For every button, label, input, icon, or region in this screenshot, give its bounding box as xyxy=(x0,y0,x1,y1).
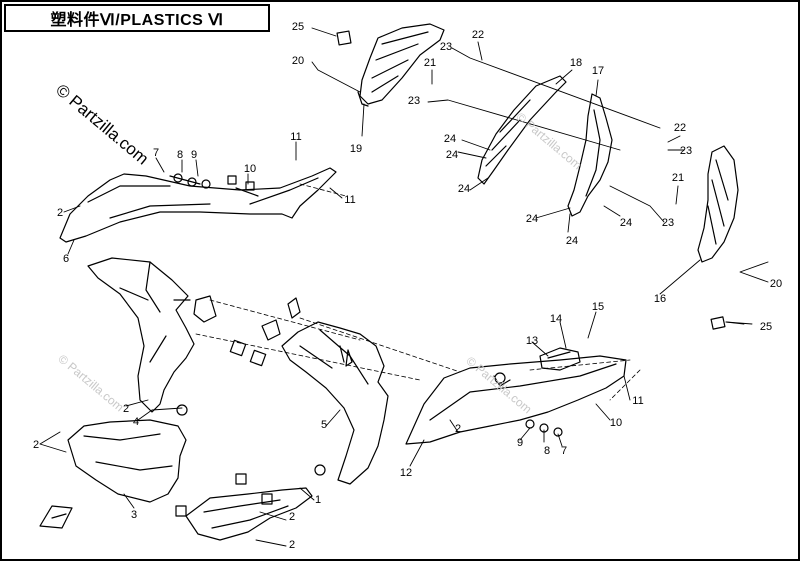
part-3 xyxy=(67,419,187,503)
callout-7: 7 xyxy=(561,445,567,457)
callout-24: 24 xyxy=(458,183,470,195)
callout-23: 23 xyxy=(662,217,674,229)
callout-22: 22 xyxy=(472,29,484,41)
callout-5: 5 xyxy=(321,419,327,431)
callout-11: 11 xyxy=(344,194,355,206)
callout-8: 8 xyxy=(544,445,550,457)
callout-24: 24 xyxy=(444,133,456,145)
part-1 xyxy=(185,487,313,541)
callout-15: 15 xyxy=(592,301,604,313)
callout-23: 23 xyxy=(408,95,420,107)
callout-11: 11 xyxy=(290,131,301,143)
callout-4: 4 xyxy=(133,416,139,428)
callout-21: 21 xyxy=(672,172,684,184)
callout-20: 20 xyxy=(770,278,782,290)
callout-24: 24 xyxy=(620,217,632,229)
callout-16: 16 xyxy=(654,293,666,305)
part-6 xyxy=(59,167,337,243)
callout-12: 12 xyxy=(400,467,412,479)
callout-6: 6 xyxy=(63,253,69,265)
callout-17: 17 xyxy=(592,65,604,77)
callout-21: 21 xyxy=(424,57,436,69)
part-19 xyxy=(357,23,445,107)
callout-24: 24 xyxy=(526,213,538,225)
callout-25: 25 xyxy=(760,321,772,333)
part-5 xyxy=(281,321,389,485)
callout-20: 20 xyxy=(292,55,304,67)
callout-25: 25 xyxy=(292,21,304,33)
callout-19: 19 xyxy=(350,143,362,155)
part-14 xyxy=(539,347,581,371)
callout-18: 18 xyxy=(570,57,582,69)
diagram-title-box: 塑料件Ⅵ/PLASTICS Ⅵ xyxy=(4,4,270,32)
part-18 xyxy=(477,75,567,185)
callout-10: 10 xyxy=(610,417,622,429)
callout-22: 22 xyxy=(674,122,686,134)
part-16 xyxy=(697,145,739,263)
callout-24: 24 xyxy=(446,149,458,161)
callout-2: 2 xyxy=(455,423,461,435)
callout-23: 23 xyxy=(440,41,452,53)
callout-2: 2 xyxy=(289,539,295,551)
leader-lines xyxy=(39,27,769,547)
diagram-title: 塑料件Ⅵ/PLASTICS Ⅵ xyxy=(50,12,224,29)
callout-11: 11 xyxy=(632,395,643,407)
callout-1: 1 xyxy=(315,494,321,506)
parts-drawing xyxy=(39,23,769,547)
callout-9: 9 xyxy=(191,149,197,161)
part-4 xyxy=(87,257,195,413)
callout-14: 14 xyxy=(550,313,562,325)
hardware xyxy=(39,30,726,529)
callout-2: 2 xyxy=(57,207,63,219)
callout-24: 24 xyxy=(566,235,578,247)
callout-10: 10 xyxy=(244,163,256,175)
callout-8: 8 xyxy=(177,149,183,161)
callout-2: 2 xyxy=(289,511,295,523)
callout-7: 7 xyxy=(153,147,159,159)
callout-2: 2 xyxy=(33,439,39,451)
callout-13: 13 xyxy=(526,335,538,347)
callout-23: 23 xyxy=(680,145,692,157)
callout-3: 3 xyxy=(131,509,137,521)
guide-lines xyxy=(195,183,641,401)
part-17 xyxy=(567,93,613,217)
callout-9: 9 xyxy=(517,437,523,449)
callout-2: 2 xyxy=(123,403,129,415)
